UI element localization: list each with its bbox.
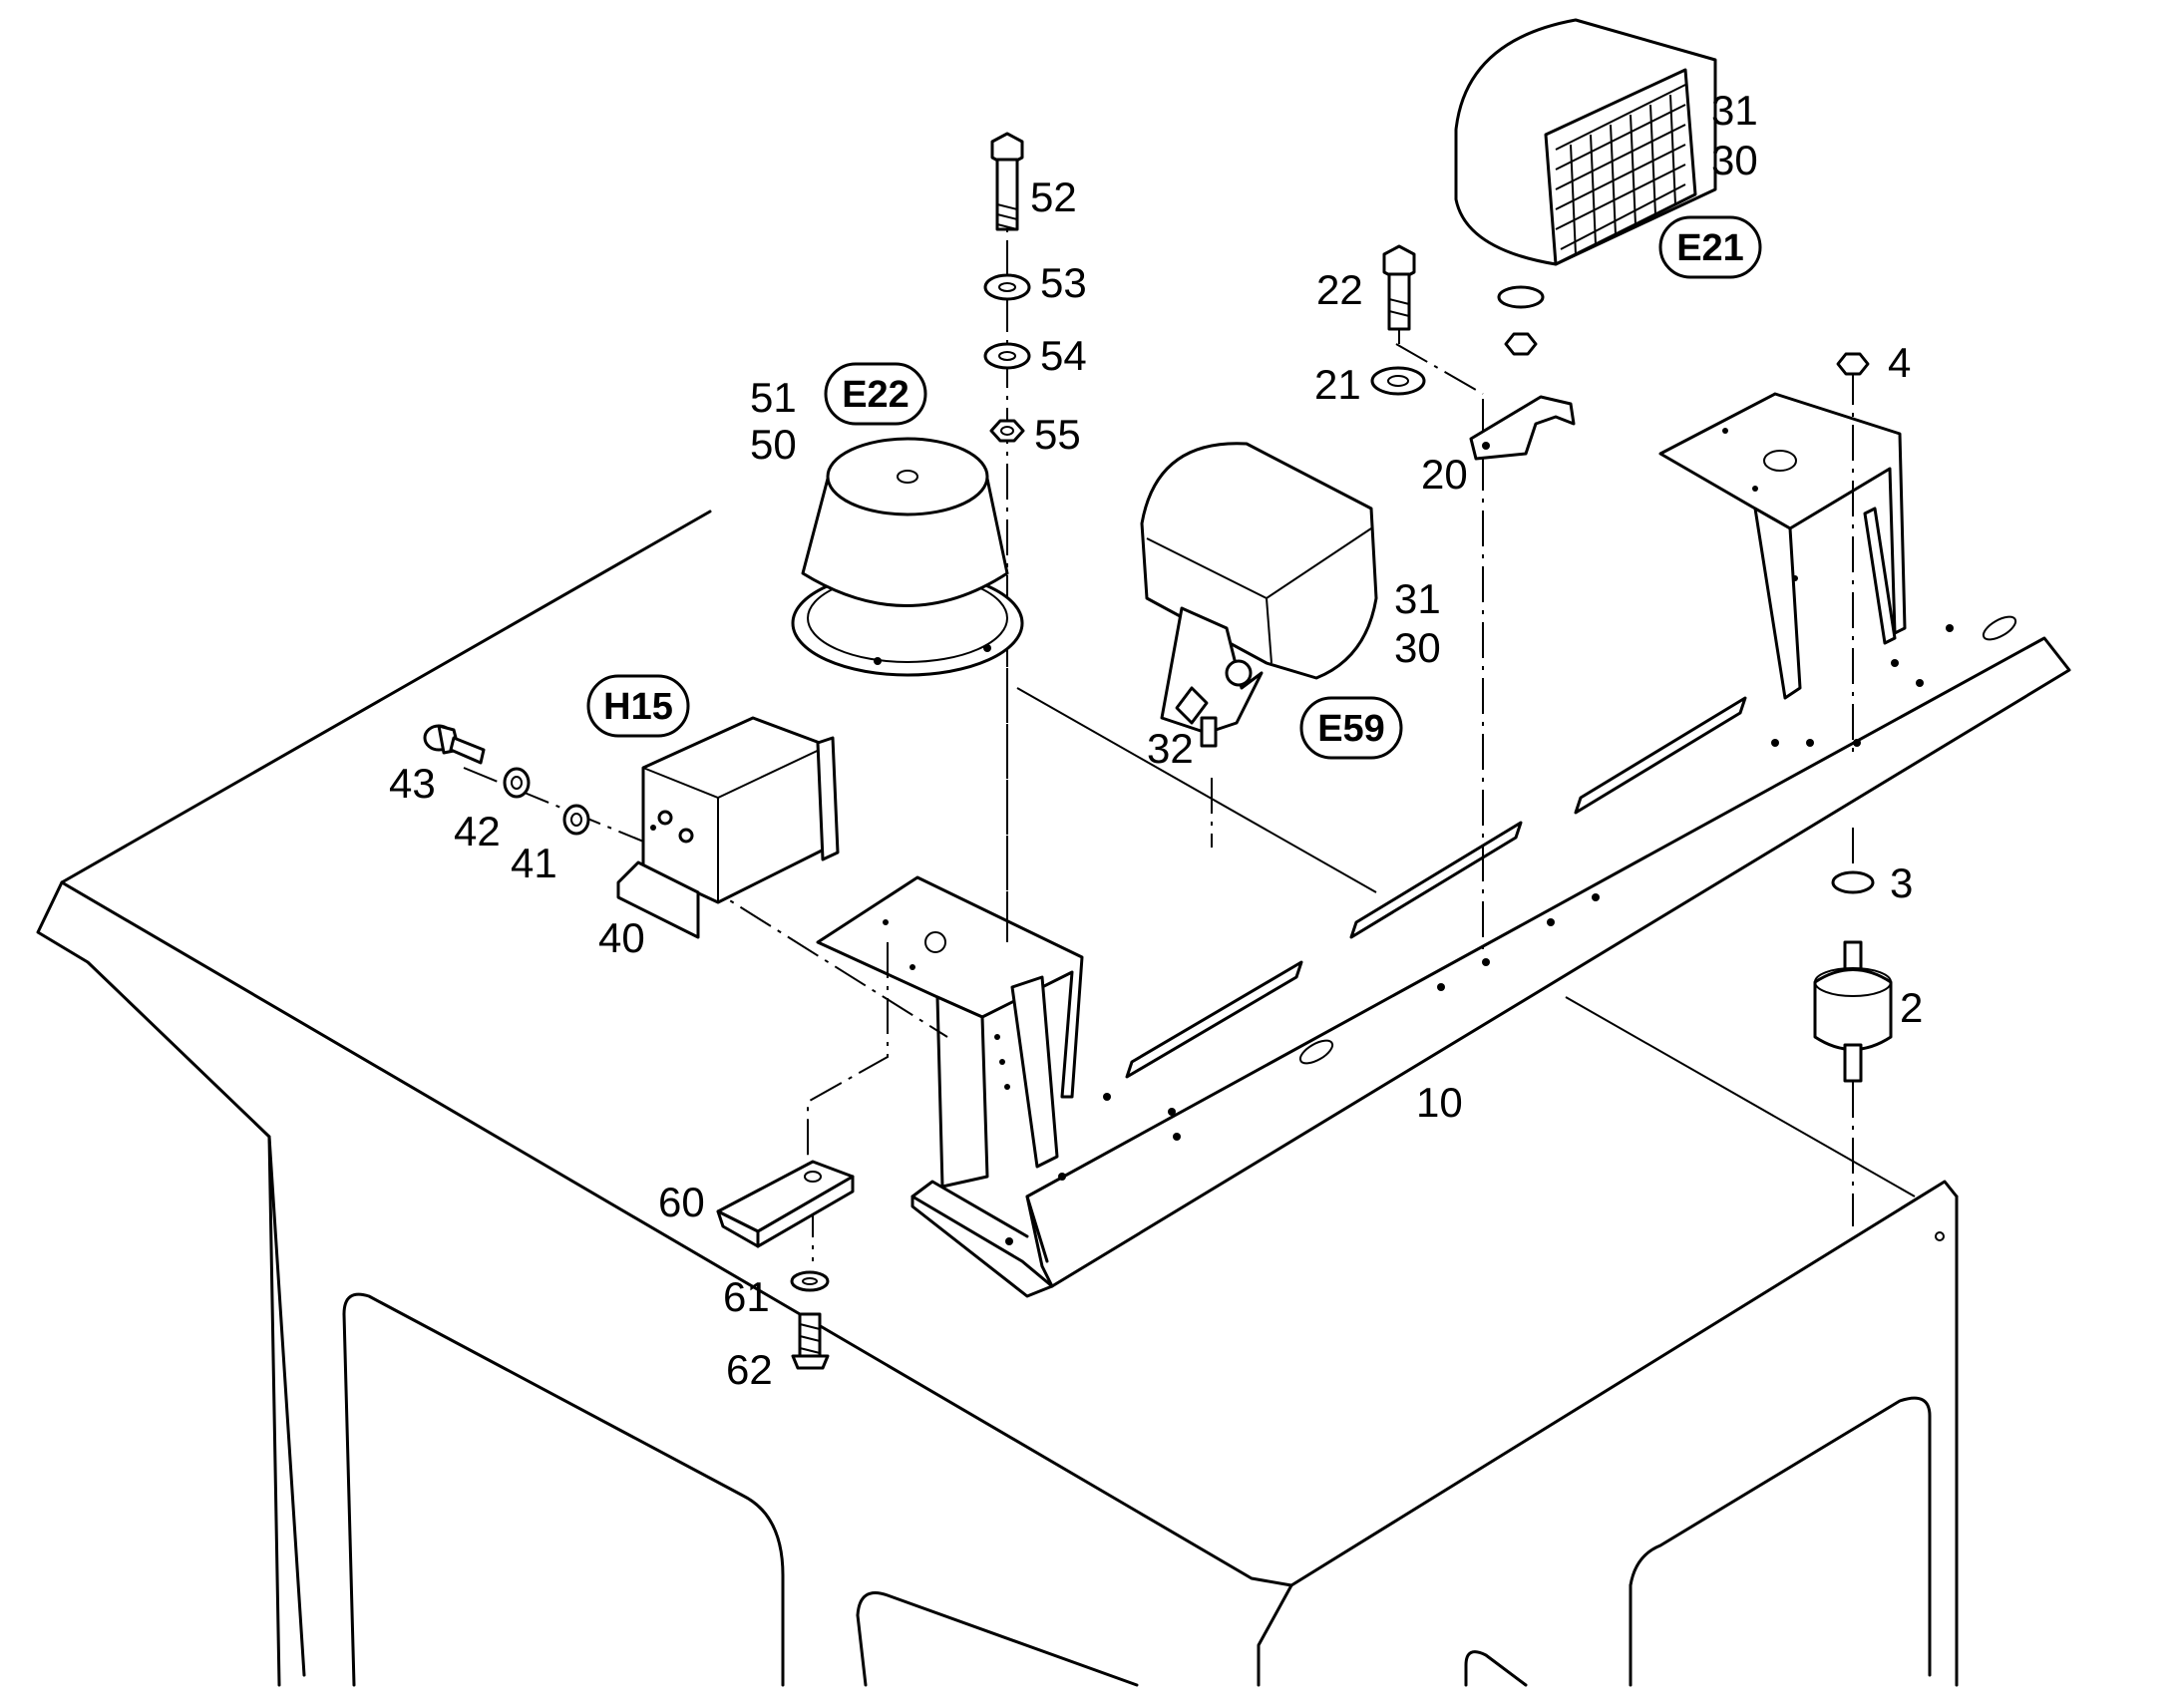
label-part-51: 51 xyxy=(750,374,797,421)
label-part-2: 2 xyxy=(1900,984,1923,1031)
label-part-30-mid: 30 xyxy=(1394,624,1441,671)
junction-box-h15 xyxy=(616,716,840,939)
label-part-42: 42 xyxy=(454,808,501,854)
bolt-43-washers xyxy=(423,724,590,836)
work-light-e21 xyxy=(1454,18,1717,461)
label-part-55: 55 xyxy=(1034,411,1081,458)
part-labels: 52 53 54 55 51 50 31 30 22 21 20 4 31 30… xyxy=(389,87,1923,1393)
cab-body xyxy=(36,510,1959,1687)
label-part-53: 53 xyxy=(1040,259,1087,306)
label-part-61: 61 xyxy=(723,1273,770,1320)
lens-grid xyxy=(1555,84,1686,255)
bolt-stack-52-55 xyxy=(983,132,1031,443)
label-part-52: 52 xyxy=(1030,173,1077,220)
work-light-e59 xyxy=(1140,442,1378,748)
mounting-bar xyxy=(910,615,2071,1298)
label-part-50: 50 xyxy=(750,421,797,468)
component-tag-e21: E21 xyxy=(1658,215,1762,279)
label-part-32: 32 xyxy=(1147,725,1194,772)
label-part-62: 62 xyxy=(726,1346,773,1393)
label-part-43: 43 xyxy=(389,760,436,807)
label-part-3: 3 xyxy=(1890,859,1913,906)
label-part-10: 10 xyxy=(1416,1079,1463,1126)
clamp-60-fasteners xyxy=(716,1160,855,1370)
label-part-40: 40 xyxy=(598,914,645,961)
label-part-54: 54 xyxy=(1040,332,1087,379)
component-tag-e22: E22 xyxy=(824,362,927,426)
svg-text:E22: E22 xyxy=(842,374,909,416)
anti-vibration-mount xyxy=(1813,352,1893,1083)
label-part-60: 60 xyxy=(658,1179,705,1225)
bolt-22-washer-21 xyxy=(1370,244,1426,396)
label-part-31-mid: 31 xyxy=(1394,575,1441,622)
component-tag-h15: H15 xyxy=(586,674,690,738)
label-part-22: 22 xyxy=(1316,266,1363,313)
label-part-4: 4 xyxy=(1888,339,1911,386)
left-bracket xyxy=(816,875,1084,1189)
svg-text:H15: H15 xyxy=(603,686,673,728)
beacon-lamp xyxy=(791,437,1024,677)
label-part-31-top: 31 xyxy=(1711,87,1758,134)
svg-text:E59: E59 xyxy=(1317,708,1385,750)
label-part-21: 21 xyxy=(1314,361,1361,408)
right-bracket xyxy=(1658,392,1907,700)
label-part-30-top: 30 xyxy=(1711,137,1758,183)
label-part-20: 20 xyxy=(1421,451,1468,498)
label-part-41: 41 xyxy=(511,840,557,886)
svg-text:E21: E21 xyxy=(1676,227,1744,269)
component-tag-e59: E59 xyxy=(1299,696,1403,760)
